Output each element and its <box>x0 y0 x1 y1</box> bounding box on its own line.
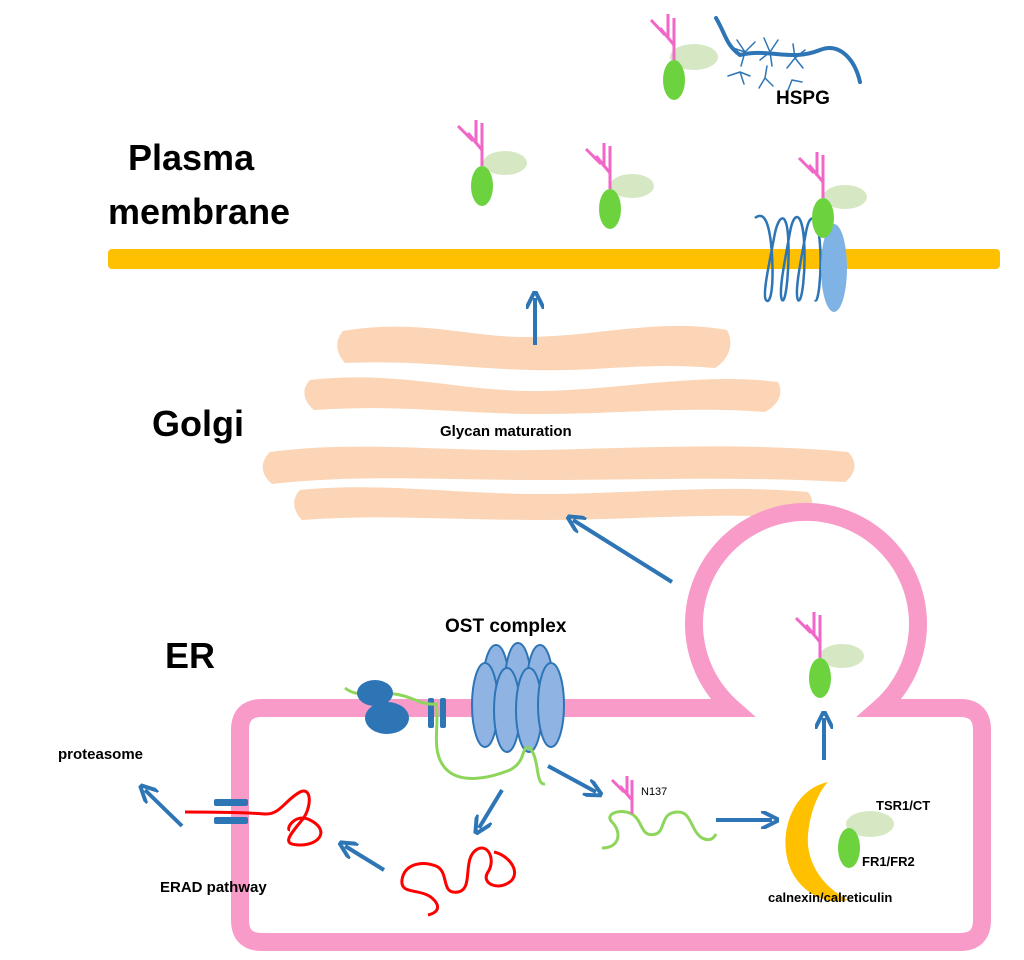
receptor-blue-domain <box>821 224 847 312</box>
n137-label: N137 <box>641 786 667 798</box>
calnexin-crescent <box>785 782 848 902</box>
glycan-maturation-label: Glycan maturation <box>440 423 572 440</box>
tsr1-domain <box>846 811 894 837</box>
glycoprotein-2 <box>584 143 654 229</box>
tsr1-ct-label: TSR1/CT <box>876 798 930 813</box>
trafficking-arrows <box>145 298 824 872</box>
glycan-tree <box>649 14 676 60</box>
er-to-golgi-arrow <box>573 520 674 584</box>
glycoprotein-hspg <box>649 14 718 100</box>
ost-to-n137-arrow <box>547 764 596 792</box>
glycan-tree <box>610 776 634 814</box>
glycan-tree <box>797 152 825 198</box>
hspg-chain <box>714 16 862 91</box>
hspg-label: HSPG <box>776 88 830 109</box>
glycan-tree <box>456 120 484 166</box>
er-label: ER <box>165 635 215 676</box>
glycan-tree <box>794 612 822 658</box>
erad-channel <box>214 799 248 824</box>
plasma-membrane-label-line2: membrane <box>108 191 290 232</box>
erad-pathway-label: ERAD pathway <box>160 879 267 896</box>
golgi-cisterna-4 <box>294 487 813 520</box>
plasma-membrane-label-line1: Plasma <box>128 137 255 178</box>
glycan-tree <box>584 143 612 189</box>
transmembrane-coil <box>754 214 822 303</box>
er-membrane <box>231 502 991 951</box>
ribosome <box>357 680 409 734</box>
ost-complex-label: OST complex <box>445 616 567 637</box>
fr-domain <box>838 828 860 868</box>
glycoprotein-receptor-bound <box>797 152 867 238</box>
proteasome-label: proteasome <box>58 746 143 763</box>
misfolded-chain-erad <box>184 789 323 847</box>
golgi-label: Golgi <box>152 403 244 444</box>
golgi-cisterna-3 <box>262 446 855 484</box>
nascent-chain <box>344 686 546 786</box>
glycoprotein-vesicle <box>794 612 864 698</box>
glycoprotein-1 <box>456 120 527 206</box>
misfolded-to-erad-arrow <box>345 846 386 872</box>
ost-to-misfolded-arrow <box>479 788 504 828</box>
fr1-fr2-label: FR1/FR2 <box>862 854 915 869</box>
golgi-cisterna-2 <box>304 377 781 414</box>
misfolded-chain-lumen <box>400 846 517 917</box>
folding-chain-n137 <box>601 810 718 850</box>
plasma-membrane <box>108 249 1000 269</box>
ost-complex <box>471 642 565 753</box>
to-proteasome-arrow <box>145 790 184 828</box>
calnexin-label: calnexin/calreticulin <box>768 890 892 905</box>
golgi-cisterna-1 <box>337 325 731 371</box>
